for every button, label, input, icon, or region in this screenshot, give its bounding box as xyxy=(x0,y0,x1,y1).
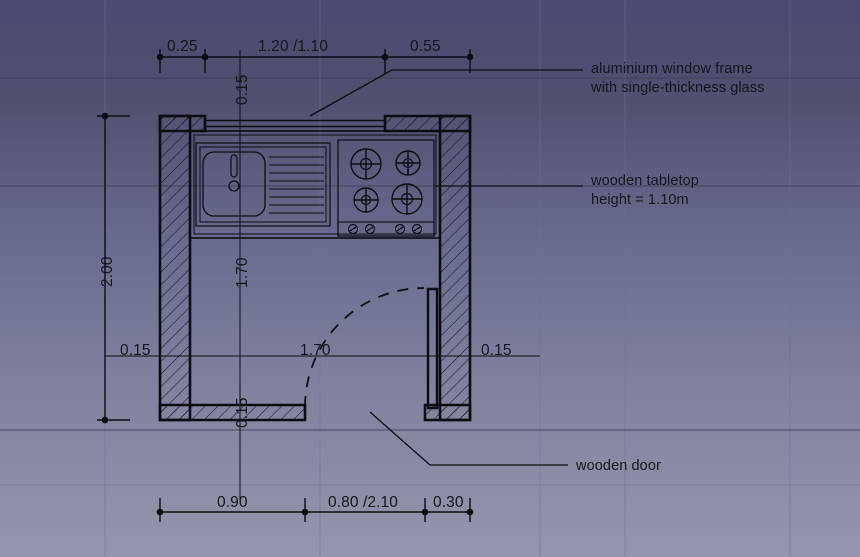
dimension-top-1: 0.25 xyxy=(167,38,198,55)
leader-door xyxy=(369,411,568,466)
interior-dimension-lines xyxy=(105,50,540,500)
wall-bottom-left xyxy=(158,403,307,422)
annotation-door: wooden door xyxy=(576,457,661,476)
dimension-left-wall: 0.15 xyxy=(120,342,151,359)
door-leaf xyxy=(426,287,439,410)
gas-stove xyxy=(337,139,435,237)
dimension-bottom-2: 0.80 /2.10 xyxy=(328,494,398,511)
sink-unit-outline xyxy=(195,142,331,227)
dimension-left-overall: 2.00 xyxy=(99,256,116,287)
stove-burner-1 xyxy=(350,148,382,180)
stove-knob-strip xyxy=(337,221,435,237)
dimension-interior-bottom-wall: 0.15 xyxy=(234,397,251,428)
kitchen-sink xyxy=(195,142,331,227)
dimension-interior-horizontal: 1.70 xyxy=(300,342,331,359)
dimension-top-3: 0.55 xyxy=(410,38,441,55)
wall-top-left-stub xyxy=(158,114,207,133)
sink-basin xyxy=(202,151,266,217)
stove-knobs xyxy=(347,223,423,235)
dimension-interior-vertical: 1.70 xyxy=(234,257,251,288)
annotation-window: aluminium window frame with single-thick… xyxy=(591,60,765,97)
stove-burner-3 xyxy=(353,187,379,213)
walls xyxy=(158,114,472,422)
door-swing-arc xyxy=(304,287,425,408)
dimension-right-wall: 0.15 xyxy=(481,342,512,359)
annotation-tabletop: wooden tabletop height = 1.10m xyxy=(591,172,699,209)
left-dimension-chain xyxy=(97,112,130,424)
dimension-bottom-1: 0.90 xyxy=(217,494,248,511)
leader-window xyxy=(309,69,583,117)
stove-burner-2 xyxy=(395,150,421,176)
annotation-door-line1: wooden door xyxy=(576,458,661,474)
top-dimension-chain xyxy=(156,49,474,73)
sink-drainboard xyxy=(269,156,324,214)
sink-faucet xyxy=(230,154,238,178)
wall-left xyxy=(158,114,192,422)
bottom-dimension-chain xyxy=(156,498,474,522)
sink-unit-inner xyxy=(199,146,327,223)
annotation-tabletop-line2: height = 1.10m xyxy=(591,191,689,208)
leader-lines xyxy=(309,69,583,466)
annotation-tabletop-line1: wooden tabletop xyxy=(591,173,699,189)
stove-burner-4 xyxy=(391,183,423,215)
dimension-interior-top-wall: 0.15 xyxy=(234,74,251,105)
wall-right xyxy=(438,114,472,422)
sink-drain xyxy=(228,180,240,192)
wooden-door xyxy=(304,287,439,410)
wooden-tabletop xyxy=(189,130,441,239)
aluminium-window xyxy=(205,119,385,128)
annotation-window-line1: aluminium window frame xyxy=(591,61,753,77)
grid-lines-strong xyxy=(0,77,860,431)
annotation-window-line2: with single-thickness glass xyxy=(591,79,765,96)
dimension-bottom-3: 0.30 xyxy=(433,494,464,511)
dimension-top-2: 1.20 /1.10 xyxy=(258,38,328,55)
